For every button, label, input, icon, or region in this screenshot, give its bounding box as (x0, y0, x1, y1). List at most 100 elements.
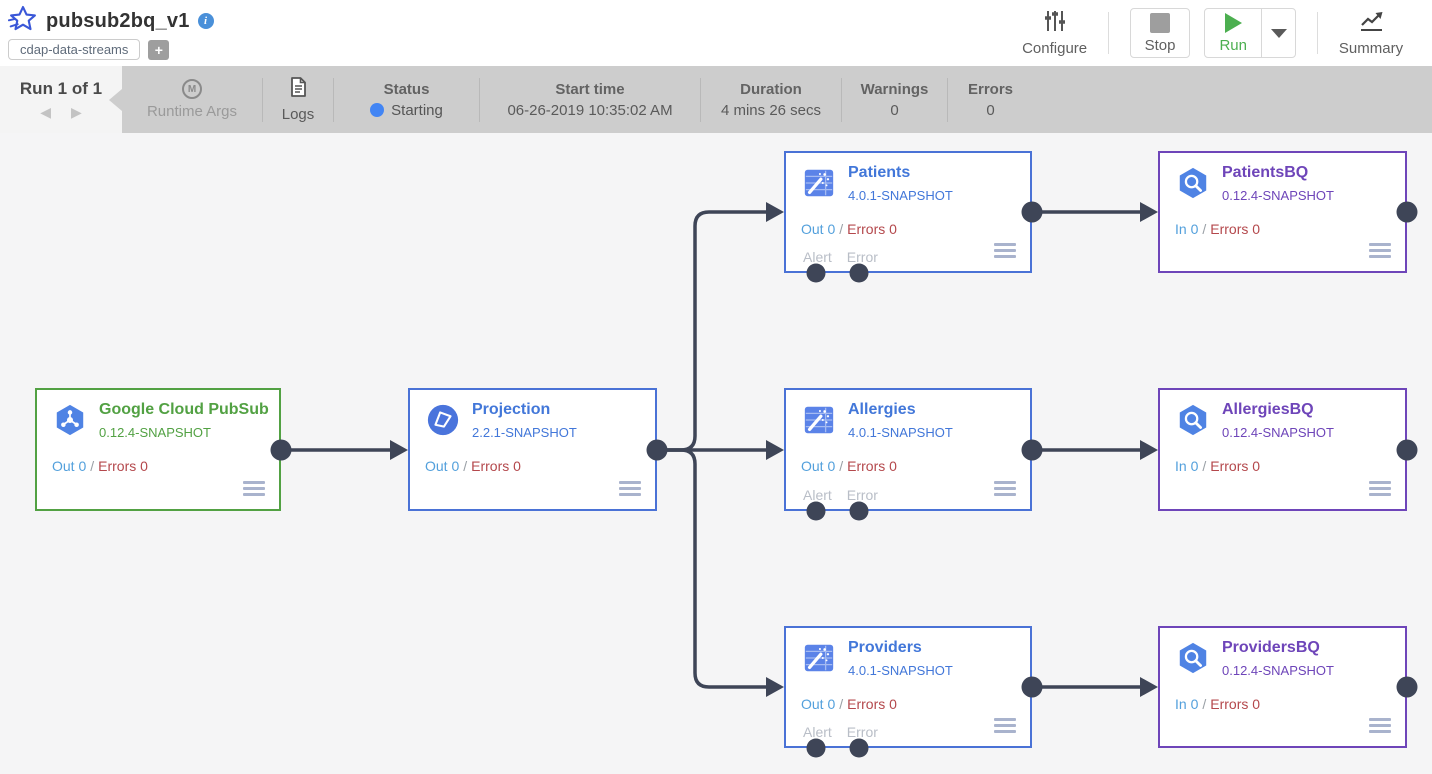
errors-metric: Errors 0 (1210, 696, 1261, 712)
configure-button[interactable]: Configure (1016, 9, 1094, 57)
previous-run-arrow[interactable]: ◀ (40, 103, 51, 120)
node-metrics: Out 0/Errors 0 (52, 458, 148, 474)
node-title: Projection (472, 401, 551, 418)
node-version: 0.12.4-SNAPSHOT (1222, 663, 1334, 678)
tag-pill[interactable]: cdap-data-streams (8, 39, 141, 60)
pipeline-ports (270, 201, 1418, 758)
run-play-icon (1224, 12, 1242, 33)
status-dot-icon (370, 103, 385, 117)
info-icon[interactable]: i (197, 13, 214, 29)
duration-label: Duration (740, 80, 802, 98)
warnings-value: 0 (890, 101, 899, 119)
page-title: pubsub2bq_v1 (46, 9, 190, 32)
output-port[interactable] (1021, 439, 1043, 461)
error-port[interactable] (849, 501, 869, 521)
output-port[interactable] (1396, 439, 1418, 461)
run-bar-divider (333, 77, 334, 122)
duration-value: 4 mins 26 secs (720, 101, 822, 119)
node-metrics: Out 0/Errors 0 (801, 221, 897, 237)
bigquery-icon (1176, 641, 1210, 675)
add-tag-button[interactable]: + (148, 39, 170, 60)
output-port[interactable] (270, 439, 292, 461)
app-header: pubsub2bq_v1 i cdap-data-streams + Confi… (0, 0, 1432, 66)
out-metric: Out 0 (52, 458, 87, 474)
run-bar-divider (700, 77, 701, 122)
bigquery-icon (1176, 166, 1210, 200)
node-allergies[interactable]: Allergies 4.0.1-SNAPSHOT Out 0/Errors 0 … (784, 388, 1032, 511)
node-menu-icon[interactable] (994, 478, 1016, 496)
out-metric: Out 0 (801, 221, 836, 237)
node-title: ProvidersBQ (1222, 639, 1320, 656)
output-port[interactable] (646, 439, 668, 461)
alert-port[interactable] (806, 263, 826, 283)
node-menu-icon[interactable] (994, 240, 1016, 258)
run-button[interactable]: Run (1205, 9, 1261, 57)
node-google-cloud-pubsub[interactable]: Google Cloud PubSub 0.12.4-SNAPSHOT Out … (35, 388, 281, 511)
node-menu-icon[interactable] (619, 478, 641, 496)
output-port[interactable] (1396, 201, 1418, 223)
wrangler-icon (802, 641, 836, 675)
start-time-value: 06-26-2019 10:35:02 AM (507, 101, 673, 119)
output-port[interactable] (1021, 201, 1043, 223)
node-patients[interactable]: Patients 4.0.1-SNAPSHOT Out 0/Errors 0 A… (784, 151, 1032, 273)
node-menu-icon[interactable] (1369, 715, 1391, 733)
run-label: Run (1219, 36, 1247, 54)
run-bar-divider (841, 77, 842, 122)
output-port[interactable] (1021, 676, 1043, 698)
port-labels: Alert Error (803, 724, 878, 740)
stop-button[interactable]: Stop (1131, 9, 1190, 57)
runtime-args-button[interactable]: M Runtime Args (122, 66, 262, 133)
errors-section: Errors 0 (948, 66, 1033, 133)
runtime-args-label: Runtime Args (146, 103, 238, 120)
arrowhead-icon (1140, 202, 1158, 222)
projection-icon (426, 403, 460, 437)
node-metrics: In 0/Errors 0 (1175, 458, 1260, 474)
run-count-label: Run 1 of 1 (19, 78, 103, 98)
node-allergiesbq[interactable]: AllergiesBQ 0.12.4-SNAPSHOT In 0/Errors … (1158, 388, 1407, 511)
edge (657, 210, 768, 452)
node-version: 0.12.4-SNAPSHOT (99, 425, 211, 440)
error-port-label: Error (846, 249, 878, 265)
summary-button[interactable]: Summary (1332, 9, 1410, 57)
pipeline-canvas[interactable]: Google Cloud PubSub 0.12.4-SNAPSHOT Out … (0, 133, 1432, 774)
alert-port[interactable] (806, 738, 826, 758)
out-metric: Out 0 (425, 458, 460, 474)
node-menu-icon[interactable] (1369, 240, 1391, 258)
arrowhead-icon (1140, 440, 1158, 460)
bigquery-icon (1176, 403, 1210, 437)
node-title: Patients (848, 164, 911, 181)
node-projection[interactable]: Projection 2.2.1-SNAPSHOT Out 0/Errors 0 (408, 388, 657, 511)
error-port[interactable] (849, 263, 869, 283)
node-providers[interactable]: Providers 4.0.1-SNAPSHOT Out 0/Errors 0 … (784, 626, 1032, 748)
node-providersbq[interactable]: ProvidersBQ 0.12.4-SNAPSHOT In 0/Errors … (1158, 626, 1407, 748)
node-menu-icon[interactable] (994, 715, 1016, 733)
error-port[interactable] (849, 738, 869, 758)
metric-separator: / (839, 458, 844, 474)
errors-metric: Errors 0 (847, 221, 897, 237)
logs-button[interactable]: Logs (263, 66, 333, 133)
next-run-arrow[interactable]: ▶ (71, 103, 82, 120)
logs-label: Logs (281, 106, 315, 123)
output-port[interactable] (1396, 676, 1418, 698)
run-bar-divider (947, 77, 948, 122)
run-options-dropdown[interactable] (1261, 9, 1295, 57)
node-title: Providers (848, 639, 922, 656)
errors-value: 0 (986, 101, 995, 119)
node-title: PatientsBQ (1222, 164, 1309, 181)
node-version: 0.12.4-SNAPSHOT (1222, 188, 1334, 203)
edge (657, 448, 768, 689)
alert-port-label: Alert (803, 724, 832, 740)
node-menu-icon[interactable] (243, 478, 265, 496)
out-metric: Out 0 (801, 696, 836, 712)
metric-separator: / (90, 458, 95, 474)
wrangler-icon (802, 403, 836, 437)
errors-metric: Errors 0 (847, 696, 897, 712)
in-metric: In 0 (1175, 458, 1199, 474)
alert-port-label: Alert (803, 249, 832, 265)
metric-separator: / (839, 221, 844, 237)
alert-port[interactable] (806, 501, 826, 521)
node-menu-icon[interactable] (1369, 478, 1391, 496)
error-port-label: Error (846, 487, 878, 503)
node-patientsbq[interactable]: PatientsBQ 0.12.4-SNAPSHOT In 0/Errors 0 (1158, 151, 1407, 273)
header-left: pubsub2bq_v1 i cdap-data-streams + (0, 0, 214, 66)
